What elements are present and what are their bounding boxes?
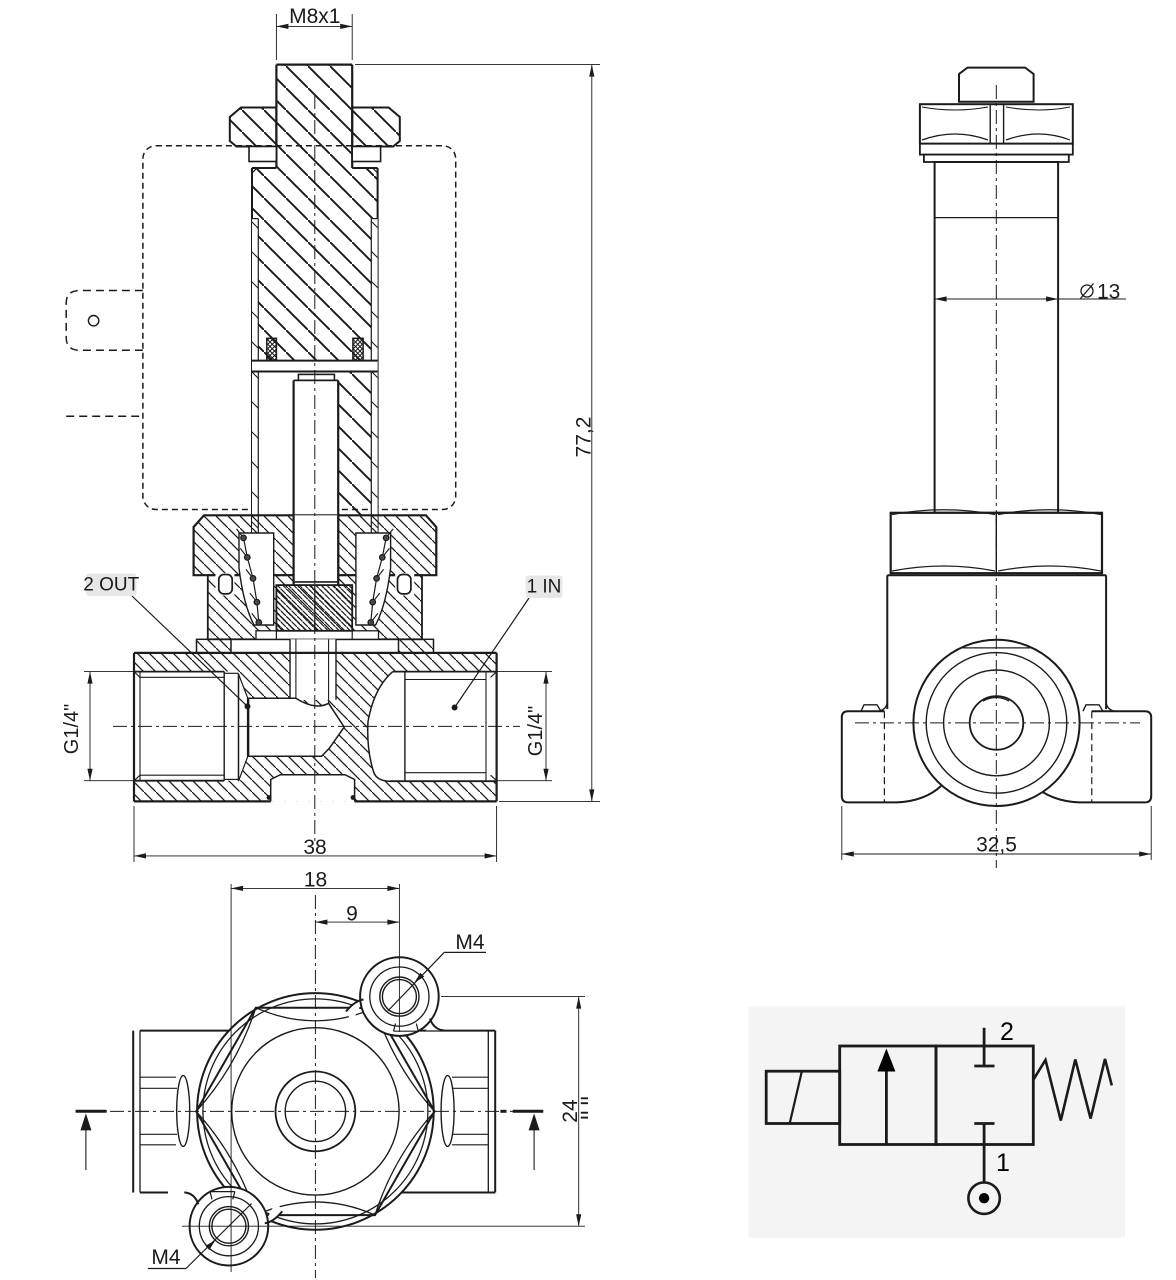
svg-text:G1/4": G1/4" bbox=[525, 706, 547, 756]
svg-text:G1/4": G1/4" bbox=[61, 704, 83, 754]
svg-text:2: 2 bbox=[1000, 1018, 1014, 1046]
svg-text:13: 13 bbox=[1097, 281, 1120, 304]
svg-text:9: 9 bbox=[346, 902, 358, 925]
svg-text:77,2: 77,2 bbox=[572, 417, 595, 458]
svg-text:18: 18 bbox=[304, 869, 327, 892]
svg-text:24: 24 bbox=[559, 1099, 582, 1123]
svg-text:1: 1 bbox=[996, 1149, 1010, 1177]
svg-text:M4: M4 bbox=[151, 1246, 180, 1269]
svg-text:2 OUT: 2 OUT bbox=[83, 575, 139, 596]
svg-text:M4: M4 bbox=[455, 931, 484, 954]
svg-text:1 IN: 1 IN bbox=[527, 577, 562, 598]
svg-text:38: 38 bbox=[303, 836, 326, 859]
svg-text:32,5: 32,5 bbox=[976, 834, 1017, 857]
svg-text:M8x1: M8x1 bbox=[289, 5, 340, 28]
